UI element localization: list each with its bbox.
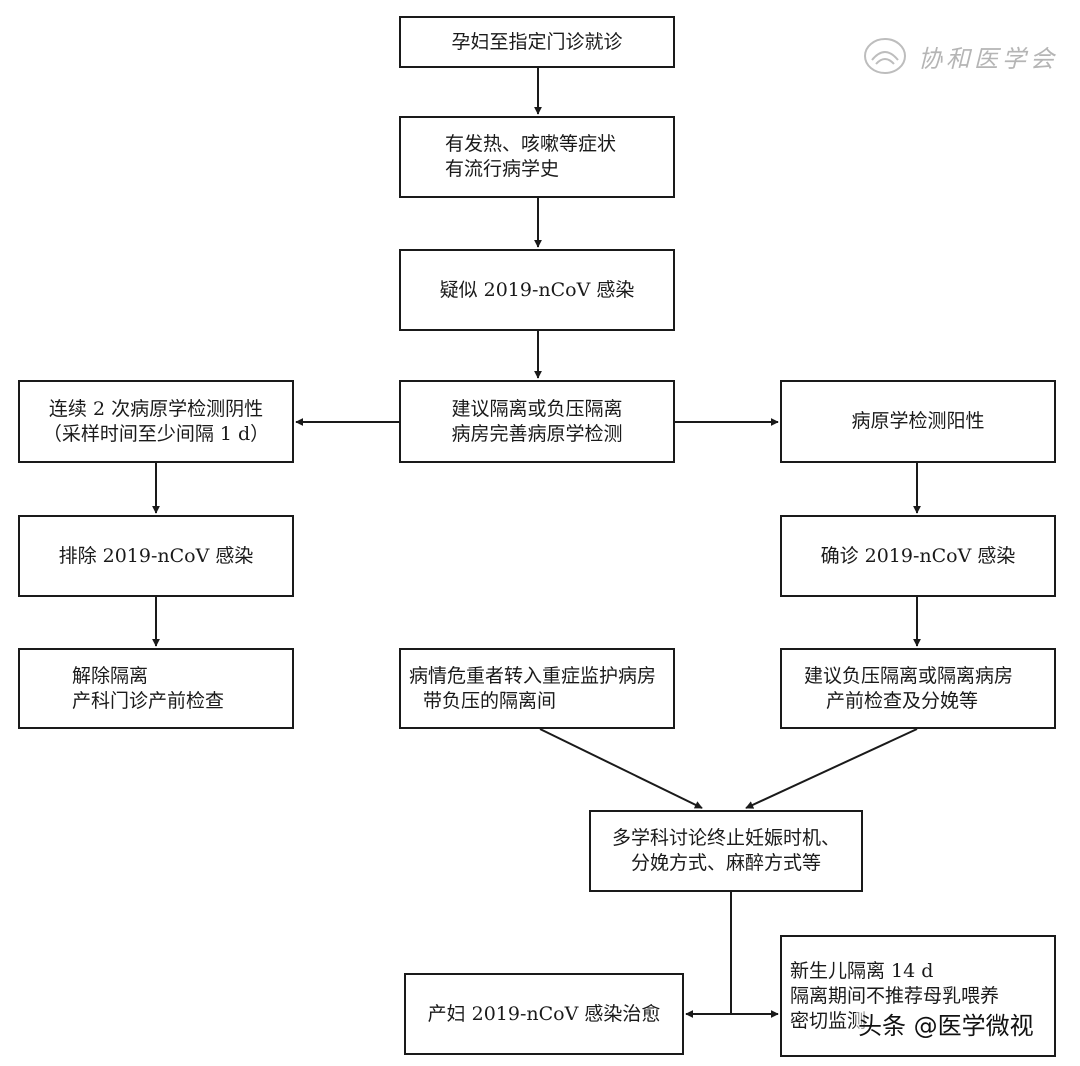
- edge-n11-n12: [539, 728, 703, 809]
- node-suspected-infection: 疑似 2019-nCoV 感染: [399, 249, 675, 331]
- node-text-line: 排除 2019-nCoV 感染: [58, 544, 254, 567]
- node-text-line: 孕妇至指定门诊就诊: [451, 30, 623, 53]
- node-outpatient-visit: 孕妇至指定门诊就诊: [399, 16, 675, 68]
- watermark: 协和医学会: [862, 36, 1058, 76]
- node-text-line: 连续 2 次病原学检测阴性: [48, 397, 264, 420]
- node-text-line: 病情危重者转入重症监护病房: [409, 664, 657, 687]
- node-maternal-cured: 产妇 2019-nCoV 感染治愈: [404, 973, 684, 1055]
- node-text-line: 有发热、咳嗽等症状: [445, 133, 617, 155]
- node-positive-test: 病原学检测阳性: [780, 380, 1056, 463]
- node-text-line: 隔离期间不推荐母乳喂养: [790, 984, 1000, 1007]
- node-negative-tests: 连续 2 次病原学检测阴性 （采样时间至少间隔 1 d）: [18, 380, 294, 463]
- node-text-line: 确诊 2019-nCoV 感染: [820, 544, 1016, 567]
- node-text-line: 多学科讨论终止妊娠时机、: [611, 827, 840, 849]
- node-text-line: 病房完善病原学检测: [451, 422, 623, 445]
- watermark-text: 协和医学会: [918, 44, 1058, 73]
- node-text-line: （采样时间至少间隔 1 d）: [42, 422, 270, 445]
- node-text-line: 产妇 2019-nCoV 感染治愈: [427, 1002, 661, 1025]
- node-release-isolation: 解除隔离 产科门诊产前检查: [18, 648, 294, 729]
- node-text-line: 建议负压隔离或隔离病房: [804, 664, 1014, 687]
- node-text-line: 产科门诊产前检查: [72, 689, 225, 712]
- node-text-line: 新生儿隔离 14 d: [790, 959, 934, 982]
- node-text-line: 病原学检测阳性: [851, 410, 985, 432]
- seal-logo-icon: [864, 38, 906, 74]
- node-infection-excluded: 排除 2019-nCoV 感染: [18, 515, 294, 597]
- node-text-line: 解除隔离: [72, 664, 149, 687]
- node-text-line: 产前检查及分娩等: [826, 689, 979, 712]
- node-isolation-testing: 建议隔离或负压隔离 病房完善病原学检测: [399, 380, 675, 463]
- node-confirmed-infection: 确诊 2019-nCoV 感染: [780, 515, 1056, 597]
- node-critical-icu: 病情危重者转入重症监护病房 带负压的隔离间: [399, 648, 675, 729]
- node-text-line: 疑似 2019-nCoV 感染: [439, 278, 635, 301]
- node-text-line: 建议隔离或负压隔离: [451, 397, 623, 420]
- node-text-line: 分娩方式、麻醉方式等: [630, 852, 821, 874]
- node-symptoms: 有发热、咳嗽等症状 有流行病学史: [399, 116, 675, 198]
- node-text-line: 有流行病学史: [445, 158, 560, 180]
- node-mdt-discussion: 多学科讨论终止妊娠时机、 分娩方式、麻醉方式等: [589, 810, 863, 892]
- node-negative-pressure-ward: 建议负压隔离或隔离病房 产前检查及分娩等: [780, 648, 1056, 729]
- node-newborn-isolation: 新生儿隔离 14 d 隔离期间不推荐母乳喂养 密切监测: [780, 935, 1056, 1057]
- edge-n10-n12: [745, 728, 918, 809]
- node-text-line: 密切监测: [790, 1009, 867, 1032]
- node-text-line: 带负压的隔离间: [423, 689, 557, 712]
- source-credit: 头条 @医学微视: [856, 1006, 1036, 1041]
